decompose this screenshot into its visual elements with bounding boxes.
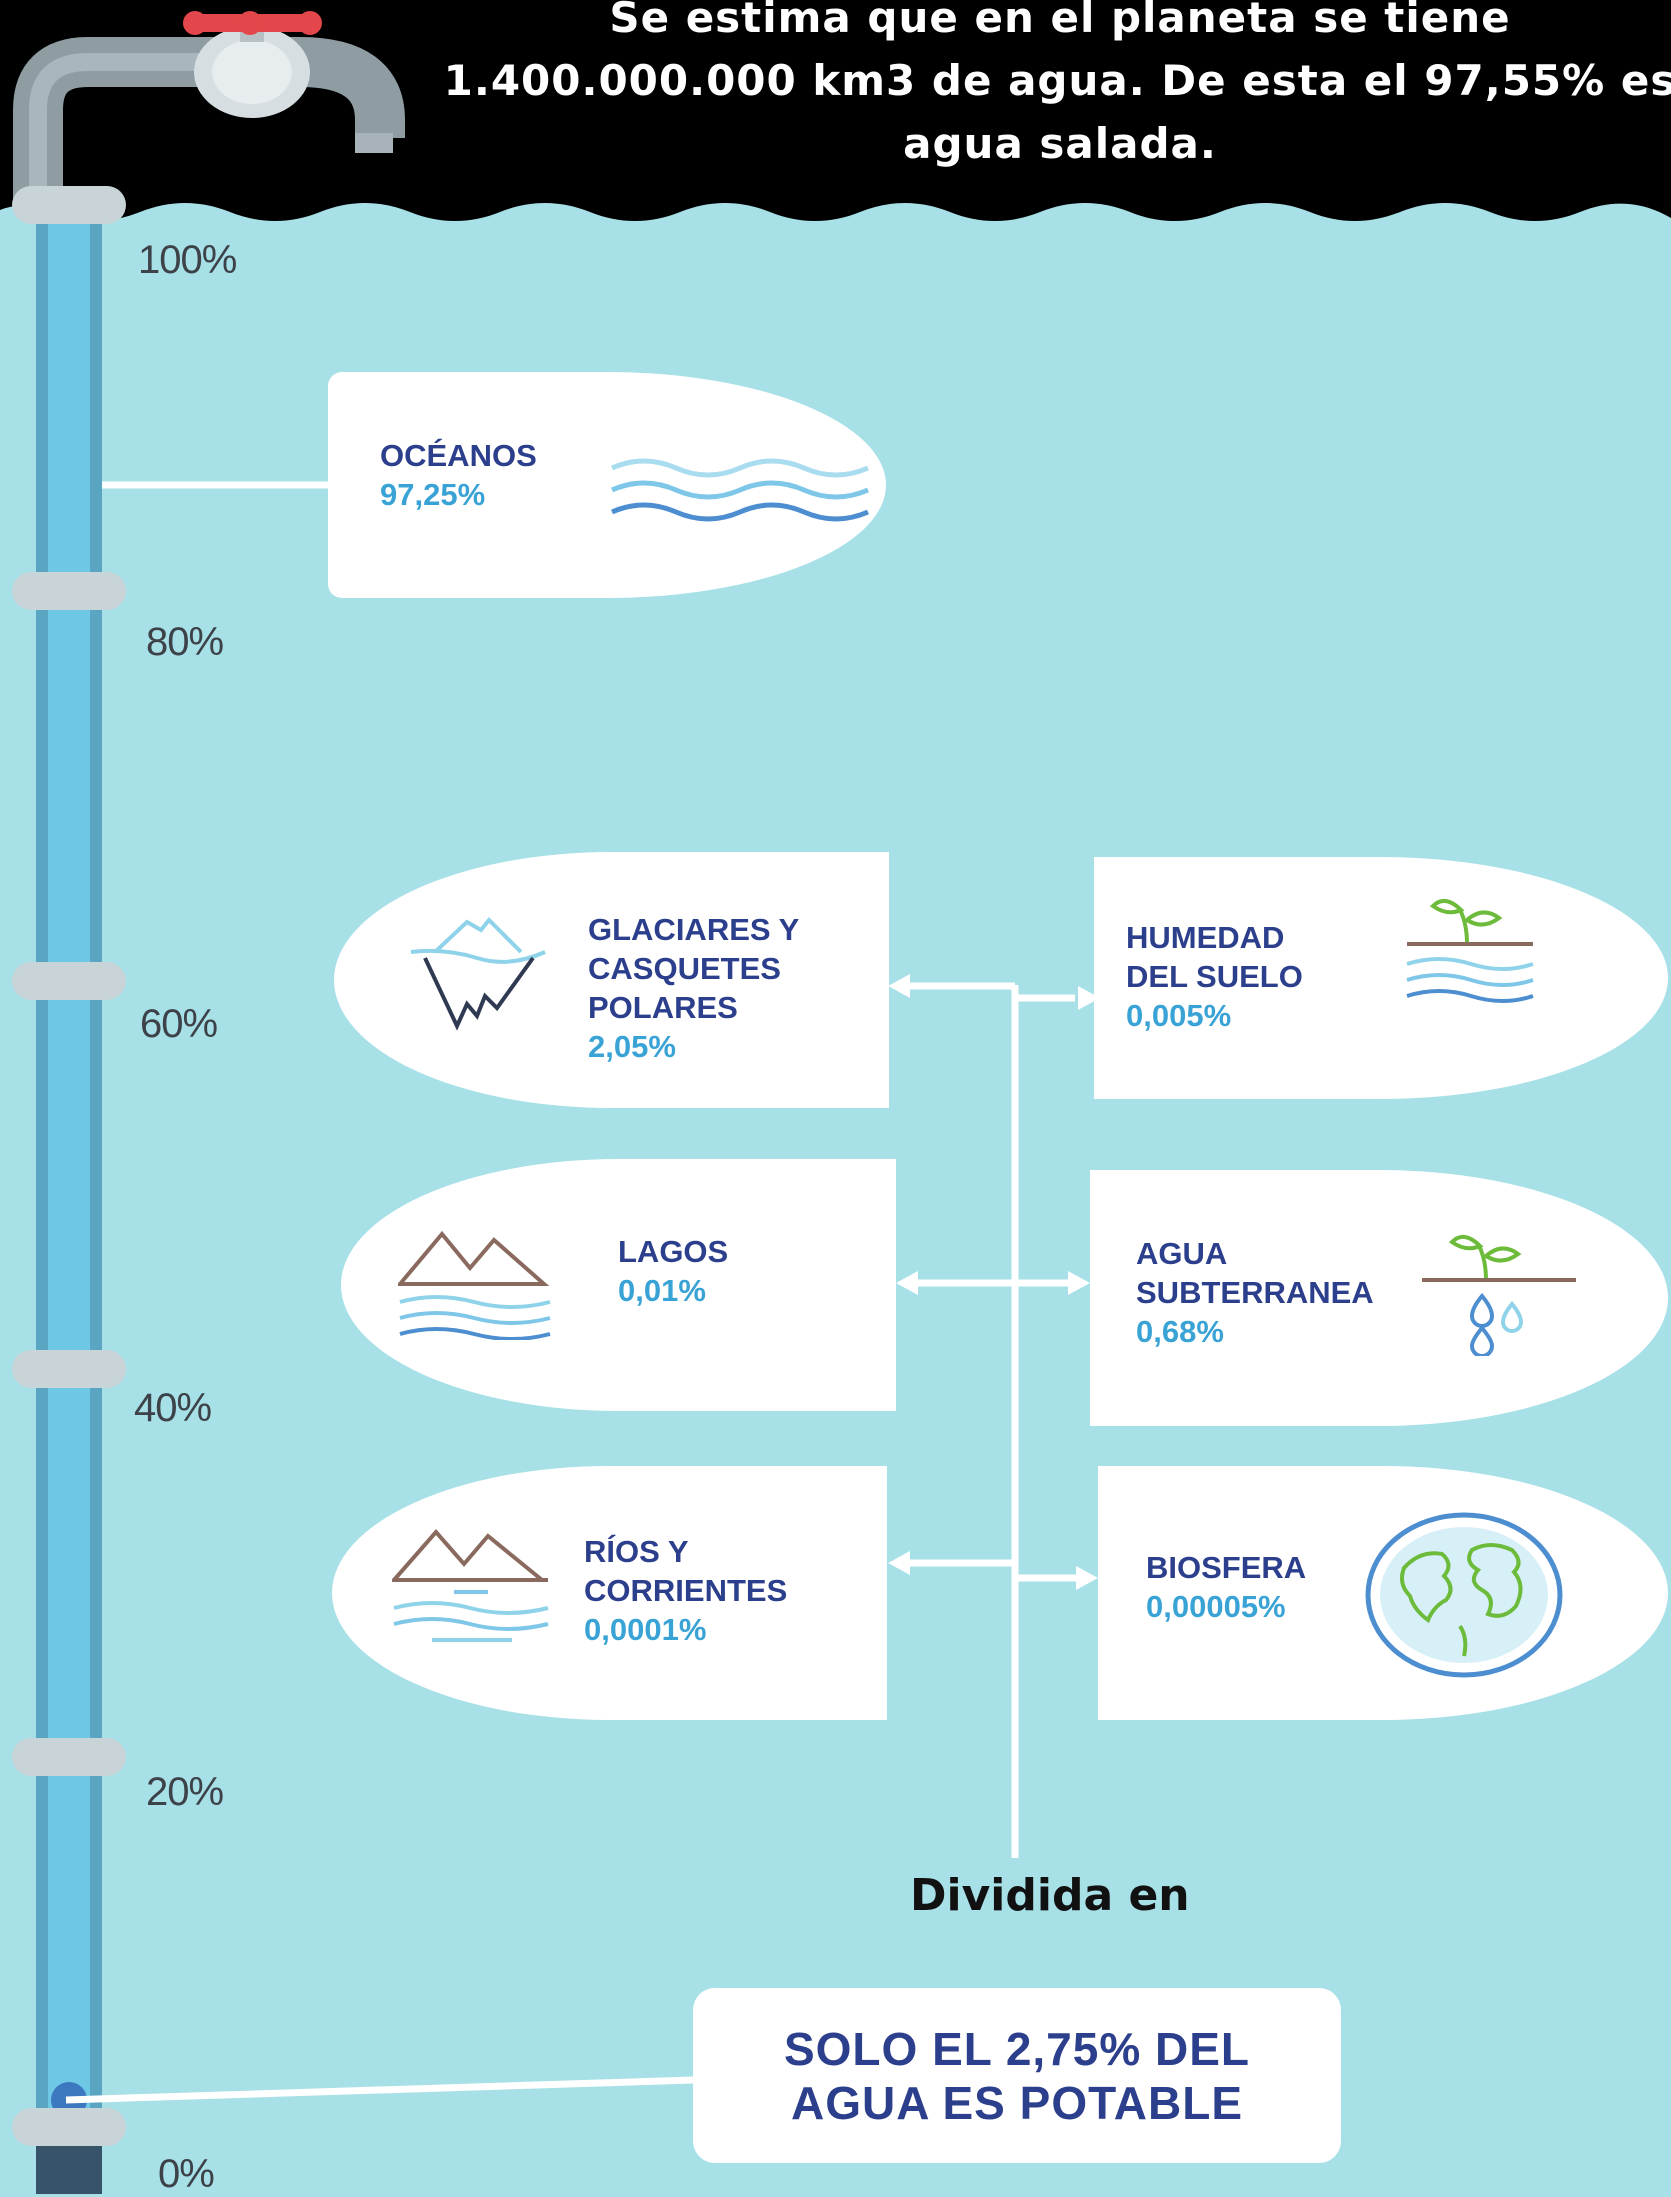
lagos-name: LAGOS bbox=[618, 1234, 729, 1269]
sprout-soil-icon bbox=[1406, 898, 1534, 1003]
rios-value: 0,0001% bbox=[584, 1612, 707, 1647]
connector-lines bbox=[65, 481, 1080, 2104]
oceanos-name: OCÉANOS bbox=[380, 438, 537, 473]
oceanos-value: 97,25% bbox=[380, 477, 486, 512]
card-subterranea bbox=[1090, 1170, 1668, 1426]
label-biosfera: BIOSFERA 0,00005% bbox=[1146, 1548, 1306, 1626]
mountains-lake-icon bbox=[398, 1230, 551, 1340]
mountains-river-icon bbox=[392, 1528, 549, 1642]
header-wave bbox=[0, 0, 1671, 221]
scale-label-20: 20% bbox=[146, 1770, 224, 1814]
biosfera-name: BIOSFERA bbox=[1146, 1550, 1307, 1585]
subterranea-name: AGUA SUBTERRANEA bbox=[1136, 1236, 1374, 1310]
connector-arrowheads bbox=[888, 974, 1100, 1590]
label-subterranea: AGUA SUBTERRANEA 0,68% bbox=[1136, 1234, 1396, 1351]
label-glaciares: GLACIARES Y CASQUETES POLARES 2,05% bbox=[588, 910, 828, 1066]
label-humedad: HUMEDAD DEL SUELO 0,005% bbox=[1126, 918, 1326, 1035]
card-humedad bbox=[1094, 857, 1668, 1099]
waves-icon bbox=[610, 458, 870, 522]
potable-callout: SOLO EL 2,75% DEL AGUA ES POTABLE bbox=[693, 1988, 1341, 2163]
rios-name: RÍOS Y CORRIENTES bbox=[584, 1534, 788, 1608]
header-text: Se estima que en el planeta se tiene 1.4… bbox=[443, 0, 1671, 168]
groundwater-icon bbox=[1422, 1234, 1576, 1356]
humedad-value: 0,005% bbox=[1126, 998, 1232, 1033]
glaciares-value: 2,05% bbox=[588, 1029, 676, 1064]
faucet-icon bbox=[12, 11, 405, 200]
iceberg-icon bbox=[410, 917, 546, 1031]
glaciares-name: GLACIARES Y CASQUETES POLARES bbox=[588, 912, 799, 1025]
scale-label-0: 0% bbox=[158, 2152, 215, 2196]
label-rios: RÍOS Y CORRIENTES 0,0001% bbox=[584, 1532, 804, 1649]
globe-icon bbox=[1365, 1512, 1563, 1678]
scale-label-40: 40% bbox=[134, 1386, 212, 1430]
scale-label-100: 100% bbox=[138, 238, 237, 282]
biosfera-value: 0,00005% bbox=[1146, 1589, 1286, 1624]
label-oceanos: OCÉANOS 97,25% bbox=[380, 436, 537, 514]
subterranea-value: 0,68% bbox=[1136, 1314, 1224, 1349]
scale-label-60: 60% bbox=[140, 1002, 218, 1046]
pipe-gauge bbox=[12, 186, 126, 2194]
divided-label: Dividida en bbox=[910, 1870, 1190, 1921]
scale-label-80: 80% bbox=[146, 620, 224, 664]
humedad-name: HUMEDAD DEL SUELO bbox=[1126, 920, 1303, 994]
potable-text: SOLO EL 2,75% DEL AGUA ES POTABLE bbox=[783, 2022, 1251, 2129]
card-glaciares bbox=[334, 852, 889, 1108]
lagos-value: 0,01% bbox=[618, 1273, 706, 1308]
card-rios bbox=[332, 1466, 887, 1720]
label-lagos: LAGOS 0,01% bbox=[618, 1232, 728, 1310]
